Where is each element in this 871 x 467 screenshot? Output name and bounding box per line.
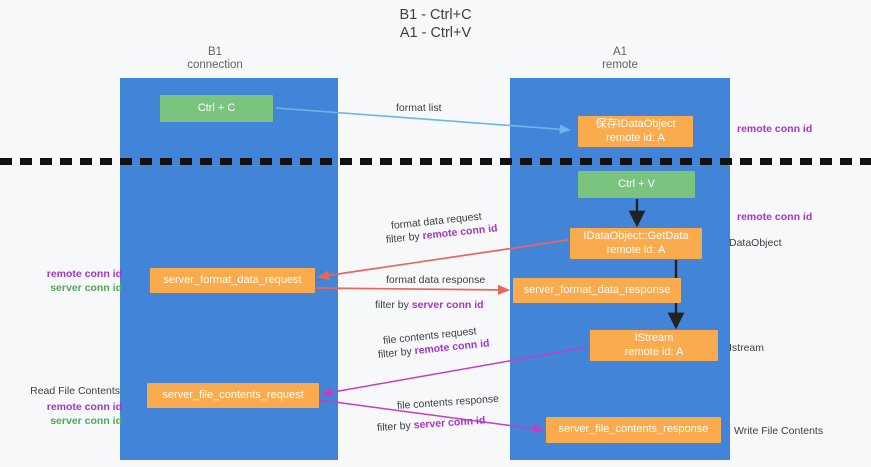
annotation-left-server-conn-id-bottom: server conn id	[50, 415, 122, 427]
annotation-left-remote-conn-id-bottom: remote conn id	[46, 401, 122, 413]
edge-label-format-data-response-filter: filter by server conn id	[375, 298, 484, 312]
node-server-format-data-request[interactable]: server_format_data_request	[150, 268, 315, 293]
page-title: B1 - Ctrl+C A1 - Ctrl+V	[0, 6, 871, 42]
annotation-write-file-contents: Write File Contents	[734, 425, 824, 437]
column-header-a1-role: remote	[602, 59, 638, 71]
filter-key-server-conn-id: server conn id	[411, 299, 484, 311]
node-server-format-data-response[interactable]: server_format_data_response	[513, 278, 681, 303]
edge-label-file-contents-response-filter: filter by server conn id	[377, 413, 486, 435]
column-header-b1-role: connection	[187, 59, 243, 71]
filter-prefix: filter by	[375, 299, 412, 311]
node-istream-label: IStream	[634, 332, 674, 344]
edge-label-file-contents-response: file contents response	[396, 392, 500, 412]
filter-prefix: filter by	[377, 345, 416, 361]
node-server-format-data-response-label: server_format_data_response	[523, 283, 671, 296]
edge-label-format-data-response: format data response	[386, 274, 486, 286]
column-header-a1: A1 remote	[560, 46, 680, 72]
node-ctrl-c[interactable]: Ctrl + C	[160, 95, 273, 122]
filter-prefix: filter by	[376, 419, 415, 434]
annotation-left-conn-ids-bottom: remote conn id server conn id	[22, 400, 122, 428]
annotation-left-server-conn-id-mid: server conn id	[50, 282, 122, 294]
node-idataobject-label: 保存IDataObject	[595, 118, 676, 130]
node-server-file-contents-response[interactable]: server_file_contents_response	[546, 417, 721, 443]
node-idataobject-getdata-label: IDataObject::GetData	[583, 230, 689, 242]
node-ctrl-v-label: Ctrl + V	[618, 177, 655, 190]
annotation-remote-conn-id-mid: remote conn id	[737, 211, 813, 223]
annotation-read-file-contents: Read File Contents	[30, 385, 120, 397]
node-server-file-contents-request[interactable]: server_file_contents_request	[147, 383, 319, 408]
column-header-b1: B1 connection	[155, 46, 275, 72]
node-ctrl-v[interactable]: Ctrl + V	[578, 171, 695, 198]
annotation-remote-conn-id-top: remote conn id	[737, 123, 813, 135]
node-idataobject[interactable]: 保存IDataObject remote id: A	[578, 116, 693, 147]
node-server-file-contents-request-label: server_file_contents_request	[162, 388, 304, 401]
phase-divider	[0, 158, 871, 165]
page-title-line2: A1 - Ctrl+V	[399, 25, 472, 41]
node-idataobject-getdata[interactable]: IDataObject::GetData remote id: A	[570, 228, 702, 259]
node-istream-remote-id: remote id: A	[624, 345, 684, 358]
column-header-b1-name: B1	[207, 46, 223, 58]
node-idataobject-remote-id: remote id: A	[606, 131, 665, 144]
column-header-a1-name: A1	[612, 46, 628, 58]
arrow-format-data-response	[315, 284, 510, 295]
node-idataobject-getdata-remote-id: remote id: A	[606, 243, 666, 256]
node-istream[interactable]: IStream remote id: A	[590, 330, 718, 361]
annotation-left-remote-conn-id-mid: remote conn id	[46, 268, 122, 280]
page-title-line1: B1 - Ctrl+C	[399, 7, 472, 23]
node-ctrl-c-label: Ctrl + C	[197, 101, 236, 114]
edge-label-format-list: format list	[396, 102, 442, 114]
node-server-format-data-request-label: server_format_data_request	[163, 273, 302, 286]
node-server-file-contents-response-label: server_file_contents_response	[558, 423, 709, 436]
annotation-istream: Istream	[729, 342, 765, 354]
annotation-dataobject: DataObject	[729, 237, 782, 249]
filter-prefix: filter by	[385, 230, 424, 246]
annotation-left-conn-ids-mid: remote conn id server conn id	[22, 267, 122, 295]
filter-key-server-conn-id: server conn id	[413, 414, 486, 432]
